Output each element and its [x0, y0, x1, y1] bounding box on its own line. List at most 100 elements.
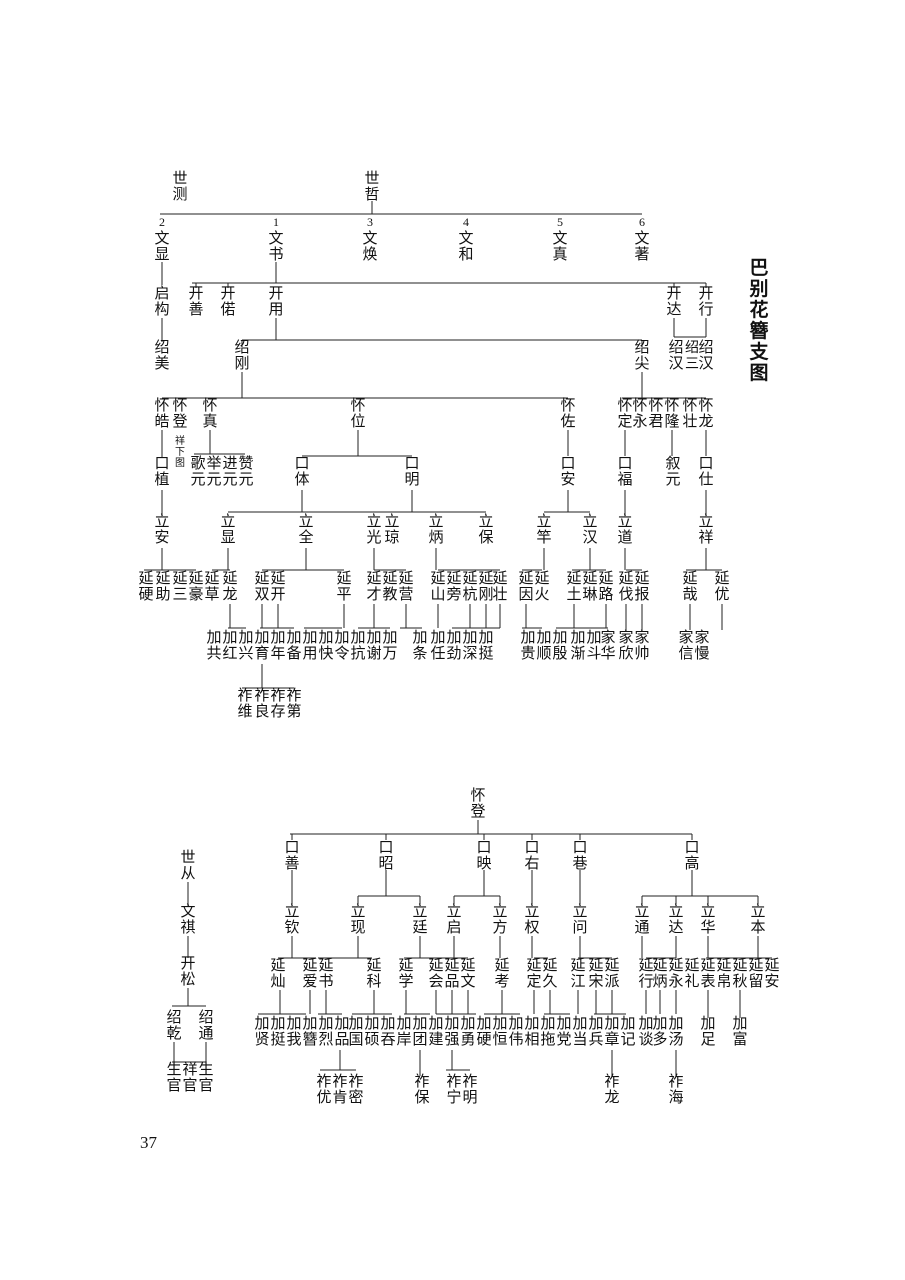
gen7-person: 延双: [254, 570, 269, 603]
gen8-person: 加劲: [446, 629, 461, 662]
root-person-left: 世测: [172, 170, 187, 203]
gen8-person: 家信: [678, 629, 693, 662]
tree2-gen2-person: 立达: [668, 903, 683, 936]
tree2-gen2-person: 立本: [750, 903, 765, 936]
gen4-person: 怀壮: [682, 397, 697, 430]
gen5-person: 口安: [560, 456, 575, 488]
gen3-person: 绍三: [685, 340, 699, 372]
tree2-gen5-person: 祚优: [316, 1073, 331, 1106]
gen4-person: 怀定: [617, 397, 632, 430]
tree2-gen2-person: 立钦: [284, 903, 299, 936]
gen8-person: 加谢: [366, 629, 381, 662]
tree2-gen3-person: 延灿: [270, 957, 285, 990]
tree2-gen4-person: 加挺: [270, 1015, 285, 1048]
tree2-gen4-person: 加国: [348, 1015, 363, 1048]
tree2-gen3-person: 延礼: [684, 957, 699, 990]
tree2-gen3-person: 延帛: [716, 957, 731, 990]
gen2-person: 开行: [698, 286, 713, 318]
tree2-gen3-person: 延会: [428, 957, 443, 990]
gen8-person: 加年: [270, 629, 285, 662]
tree2-gen2-person: 立权: [524, 903, 539, 936]
side-chain-person: 文祺: [180, 903, 195, 936]
gen7-person: 延龙: [222, 570, 237, 603]
gen9-person: 祚良: [254, 687, 269, 720]
side-gen5-person: 生官: [166, 1061, 181, 1094]
tree2-gen4-person: 加岸: [396, 1015, 411, 1048]
gen7-person: 延因: [518, 570, 533, 603]
gen1-person: 文书: [268, 230, 283, 263]
gen7-person: 延琳: [582, 570, 597, 603]
tree2-gen4-person: 加伟: [508, 1015, 523, 1048]
generation-number: 2: [159, 215, 165, 229]
tree2-gen4-person: 加恒: [492, 1015, 507, 1048]
side-gen4-person: 绍通: [198, 1009, 213, 1042]
tree2-gen5-person: 祚密: [348, 1073, 363, 1106]
tree2-gen2-person: 立现: [350, 903, 365, 936]
tree2-gen3-person: 延宋: [588, 957, 603, 990]
gen1-person: 文显: [154, 230, 169, 263]
gen7-person: 延刚: [478, 570, 493, 603]
tree2-gen3-person: 延安: [764, 957, 779, 990]
gen8-person: 加斗: [586, 629, 601, 662]
gen8-person: 加万: [382, 629, 397, 662]
gen5-person: 举元: [206, 455, 221, 488]
generation-number: 6: [639, 215, 645, 229]
side-chain-person: 世从: [180, 849, 195, 882]
gen8-person: 加兴: [238, 629, 253, 662]
gen9-person: 祚维: [237, 687, 252, 720]
tree2-gen4-person: 加汤: [668, 1015, 683, 1048]
tree2-root-person: 怀登: [470, 787, 485, 820]
tree2-gen4-person: 加簪: [302, 1015, 317, 1048]
gen7-person: 延豪: [188, 570, 203, 603]
tree2-gen3-person: 延永: [668, 957, 683, 990]
gen9-person: 祚第: [286, 687, 301, 720]
tree2-gen4-person: 加强: [444, 1015, 459, 1048]
gen7-person: 延哉: [682, 570, 697, 603]
gen8-person: 加渐: [570, 629, 585, 662]
gen4-person: 怀龙: [698, 397, 713, 430]
gen5-person: 歌元: [190, 455, 205, 488]
gen7-person: 延伐: [618, 570, 633, 603]
gen7-person: 延优: [714, 570, 729, 603]
gen8-person: 加任: [430, 629, 445, 662]
gen6-person: 立竿: [536, 513, 551, 546]
gen8-person: 加备: [286, 629, 301, 662]
gen8-person: 加深: [462, 629, 477, 662]
gen6-person: 立祥: [698, 513, 713, 546]
tree2-gen5-person: 祚保: [414, 1073, 429, 1106]
tree2-gen5-person: 祚海: [668, 1073, 683, 1106]
tree2-gen3-person: 延定: [526, 957, 541, 990]
tree2-gen3-person: 延秋: [732, 957, 747, 990]
side-gen4-person: 绍乾: [166, 1009, 181, 1042]
gen7-person: 延平: [336, 570, 351, 603]
root-person-right: 世哲: [364, 170, 379, 203]
tree2-gen4-person: 加记: [620, 1015, 635, 1048]
gen2-person: 开偌: [220, 286, 235, 318]
gen4-person: 怀皓: [154, 397, 169, 430]
tree2-gen1-person: 口巷: [572, 840, 587, 872]
gen5-person: 赞元: [238, 455, 253, 488]
tree2-gen4-person: 加建: [428, 1015, 443, 1048]
gen8-person: 加用: [302, 629, 317, 662]
gen2-person: 启构: [154, 285, 169, 318]
diagram-title: 巴别花簪支图: [749, 257, 769, 384]
gen8-person: 加贵: [520, 629, 535, 662]
gen5-person: 口明: [404, 456, 419, 488]
tree2-gen3-person: 延文: [460, 957, 475, 990]
tree2-gen3-person: 延品: [444, 957, 459, 990]
tree2-gen3-person: 延炳: [652, 957, 667, 990]
gen6-person: 立炳: [428, 513, 443, 546]
gen8-person: 加快: [318, 629, 333, 662]
tree2-gen3-person: 延表: [700, 957, 715, 990]
tree2-gen4-person: 加烈: [318, 1015, 333, 1048]
gen7-person: 延草: [204, 570, 219, 603]
gen5-person: 口体: [294, 456, 309, 488]
tree2-gen4-person: 加勇: [460, 1015, 475, 1048]
tree2-gen4-person: 加贤: [254, 1015, 269, 1048]
gen5-person: 口仕: [698, 456, 713, 488]
gen8-person: 家帅: [634, 629, 649, 662]
gen3-person: 绍刚: [234, 339, 249, 372]
tree2-gen3-person: 延考: [494, 957, 509, 990]
tree2-gen3-person: 延留: [748, 957, 763, 990]
gen8-person: 家慢: [694, 629, 709, 662]
